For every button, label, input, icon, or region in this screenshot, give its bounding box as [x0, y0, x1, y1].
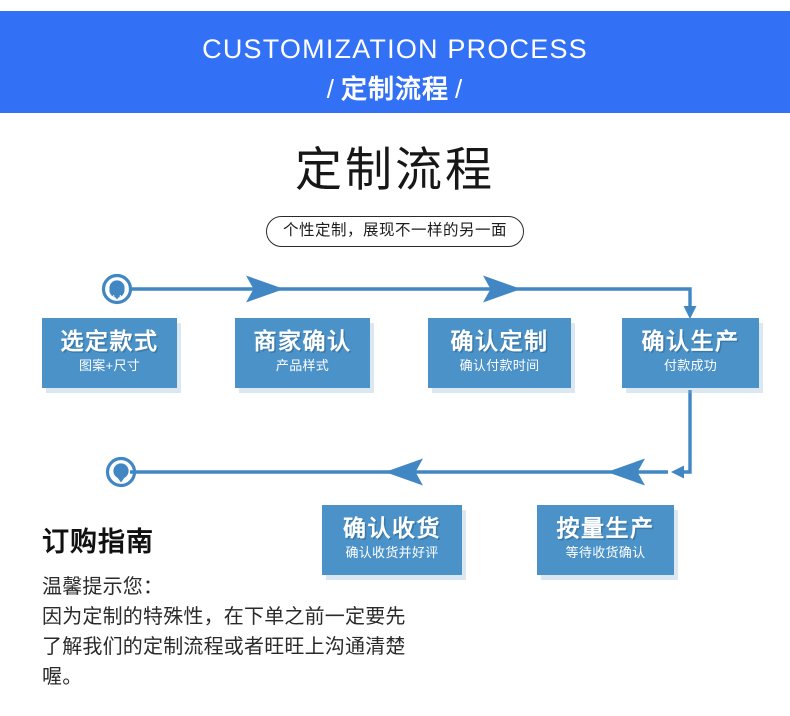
- banner-chinese-text: 定制流程: [340, 74, 449, 104]
- arrow-right-step1-to-step2: [246, 275, 284, 303]
- banner-slash-right: /: [455, 74, 464, 104]
- arrow-right-step2-to-step3: [483, 275, 521, 303]
- flow-start-circle-icon: [101, 273, 133, 305]
- step-2-subtitle: 产品样式: [275, 358, 330, 373]
- arrow-left-step4-to-step5: [607, 458, 645, 486]
- step-box-1[interactable]: 选定款式 图案+尺寸: [42, 318, 177, 388]
- banner-slash-left: /: [326, 74, 335, 104]
- step-box-3[interactable]: 确认定制 确认付款时间: [428, 318, 571, 388]
- header-banner: CUSTOMIZATION PROCESS /定制流程/: [0, 11, 790, 113]
- page-subtitle-pill: 个性定制，展现不一样的另一面: [265, 216, 524, 247]
- guide-line-3: 了解我们的定制流程或者旺旺上沟通清楚: [42, 636, 406, 658]
- step-box-2[interactable]: 商家确认 产品样式: [235, 318, 370, 388]
- guide-body: 温馨提示您： 因为定制的特殊性，在下单之前一定要先 了解我们的定制流程或者旺旺上…: [42, 572, 472, 692]
- step-6-subtitle: 确认收货并好评: [345, 545, 439, 560]
- step-1-title: 选定款式: [60, 328, 159, 354]
- step-box-5[interactable]: 按量生产 等待收货确认: [537, 505, 674, 575]
- step-box-4[interactable]: 确认生产 付款成功: [622, 318, 759, 388]
- arrow-left-corner: [671, 465, 684, 479]
- step-4-title: 确认生产: [641, 328, 740, 354]
- step-3-title: 确认定制: [450, 328, 549, 354]
- guide-line-4: 喔。: [42, 666, 83, 688]
- guide-line-2: 因为定制的特殊性，在下单之前一定要先: [42, 606, 406, 628]
- banner-chinese-title: /定制流程/: [0, 73, 790, 105]
- flow-end-circle-icon: [105, 456, 137, 488]
- page-subtitle-wrap: 个性定制，展现不一样的另一面: [0, 216, 790, 247]
- guide-line-1: 温馨提示您：: [42, 576, 164, 598]
- guide-title: 订购指南: [42, 527, 154, 557]
- page-title: 定制流程: [295, 143, 495, 196]
- step-3-subtitle: 确认付款时间: [459, 358, 540, 373]
- step-box-6[interactable]: 确认收货 确认收货并好评: [322, 505, 462, 575]
- step-5-title: 按量生产: [556, 515, 655, 541]
- banner-english-title: CUSTOMIZATION PROCESS: [202, 34, 588, 64]
- step-5-subtitle: 等待收货确认: [565, 545, 646, 560]
- step-1-subtitle: 图案+尺寸: [78, 358, 141, 373]
- step-4-subtitle: 付款成功: [663, 358, 718, 373]
- arrow-left-step5-to-step6: [385, 458, 423, 486]
- step-2-title: 商家确认: [253, 328, 352, 354]
- step-6-title: 确认收货: [343, 515, 441, 541]
